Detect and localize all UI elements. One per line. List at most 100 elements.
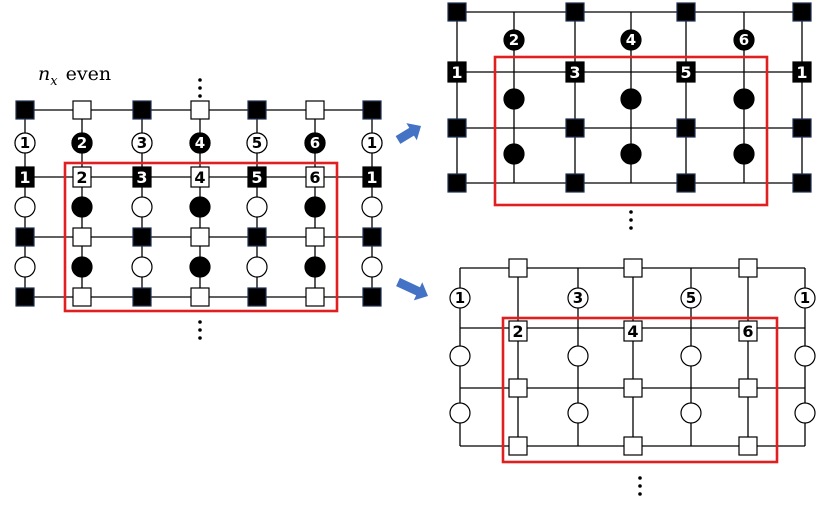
- black-circle-icon: [71, 196, 93, 218]
- highlight-box: [501, 316, 779, 464]
- square-index-label: 5: [680, 63, 691, 82]
- white-circle-icon: [246, 256, 268, 278]
- highlight-boxes: [63, 55, 779, 464]
- black-circle-icon: [189, 256, 211, 278]
- white-square-icon: [305, 287, 325, 307]
- black-square-icon: [676, 173, 696, 193]
- white-square-icon: [508, 378, 528, 398]
- white-circle-icon: [246, 196, 268, 218]
- black-circle-icon: [304, 256, 326, 278]
- white-circle-icon: [567, 402, 589, 424]
- white-square-icon: [738, 436, 758, 456]
- circle-index-label: 4: [195, 134, 205, 152]
- labeled-white-square-icon: [508, 320, 528, 342]
- black-circle-icon: [503, 143, 525, 165]
- white-circle-icon: [131, 196, 153, 218]
- circle-index-label: 5: [686, 289, 696, 307]
- circle-index-label: 1: [800, 289, 810, 307]
- black-square-icon: [792, 2, 812, 22]
- white-circle-icon: [567, 345, 589, 367]
- labeled-white-circle-icon: [246, 132, 268, 154]
- labeled-black-circle-icon: [189, 132, 211, 154]
- black-square-icon: [447, 173, 467, 193]
- circle-index-label: 6: [310, 134, 320, 152]
- caption-subscript: x: [50, 74, 58, 89]
- circle-index-label: 4: [626, 31, 636, 49]
- white-circle-icon: [680, 402, 702, 424]
- black-square-icon: [362, 227, 382, 247]
- white-square-icon: [72, 287, 92, 307]
- labeled-black-square-icon: [565, 61, 585, 83]
- black-square-icon: [792, 173, 812, 193]
- square-index-label: 4: [194, 168, 205, 187]
- circle-index-label: 1: [455, 289, 465, 307]
- labeled-black-square-icon: [15, 166, 35, 188]
- square-index-label: 1: [366, 168, 377, 187]
- white-circle-icon: [361, 256, 383, 278]
- white-square-icon: [623, 378, 643, 398]
- labeled-black-circle-icon: [503, 29, 525, 51]
- continuation-dot: [198, 320, 202, 324]
- labeled-black-circle-icon: [620, 29, 642, 51]
- black-square-icon: [15, 100, 35, 120]
- labeled-black-square-icon: [447, 61, 467, 83]
- labeled-white-square-icon: [190, 166, 210, 188]
- black-square-icon: [132, 227, 152, 247]
- black-circle-icon: [189, 196, 211, 218]
- black-circle-icon: [733, 88, 755, 110]
- circle-index-label: 3: [137, 134, 147, 152]
- continuation-dot: [198, 86, 202, 90]
- continuation-dot: [198, 94, 202, 98]
- caption-word: even: [66, 63, 111, 85]
- square-index-label: 3: [569, 63, 580, 82]
- labeled-black-circle-icon: [733, 29, 755, 51]
- continuation-dot: [638, 492, 642, 496]
- circle-index-label: 2: [77, 134, 87, 152]
- white-square-icon: [738, 258, 758, 278]
- black-square-icon: [792, 118, 812, 138]
- black-square-icon: [565, 118, 585, 138]
- black-square-icon: [676, 118, 696, 138]
- labeled-black-square-icon: [132, 166, 152, 188]
- black-circle-icon: [304, 196, 326, 218]
- white-square-icon: [190, 100, 210, 120]
- continuation-dot: [198, 78, 202, 82]
- white-circle-icon: [449, 402, 471, 424]
- square-index-label: 1: [796, 63, 807, 82]
- black-square-icon: [362, 100, 382, 120]
- square-index-label: 2: [512, 322, 523, 341]
- labeled-black-circle-icon: [71, 132, 93, 154]
- white-circle-icon: [449, 345, 471, 367]
- black-square-icon: [565, 2, 585, 22]
- black-square-icon: [132, 100, 152, 120]
- white-circle-icon: [14, 196, 36, 218]
- black-square-icon: [565, 173, 585, 193]
- circle-index-label: 2: [509, 31, 519, 49]
- white-square-icon: [305, 227, 325, 247]
- black-circle-icon: [71, 256, 93, 278]
- labeled-white-square-icon: [623, 320, 643, 342]
- white-square-icon: [72, 227, 92, 247]
- white-square-icon: [305, 100, 325, 120]
- labeled-black-square-icon: [676, 61, 696, 83]
- square-index-label: 6: [309, 168, 320, 187]
- labeled-white-circle-icon: [449, 287, 471, 309]
- black-square-icon: [132, 287, 152, 307]
- labeled-white-square-icon: [305, 166, 325, 188]
- square-index-label: 5: [251, 168, 262, 187]
- labeled-white-square-icon: [72, 166, 92, 188]
- white-circle-icon: [131, 256, 153, 278]
- white-square-icon: [190, 287, 210, 307]
- white-square-icon: [623, 436, 643, 456]
- continuation-dots: [198, 78, 642, 496]
- labeled-white-circle-icon: [14, 132, 36, 154]
- continuation-dot: [629, 218, 633, 222]
- labeled-black-square-icon: [247, 166, 267, 188]
- white-circle-icon: [14, 256, 36, 278]
- black-square-icon: [362, 287, 382, 307]
- white-square-icon: [508, 258, 528, 278]
- highlight-box: [493, 55, 769, 207]
- square-index-label: 4: [627, 322, 638, 341]
